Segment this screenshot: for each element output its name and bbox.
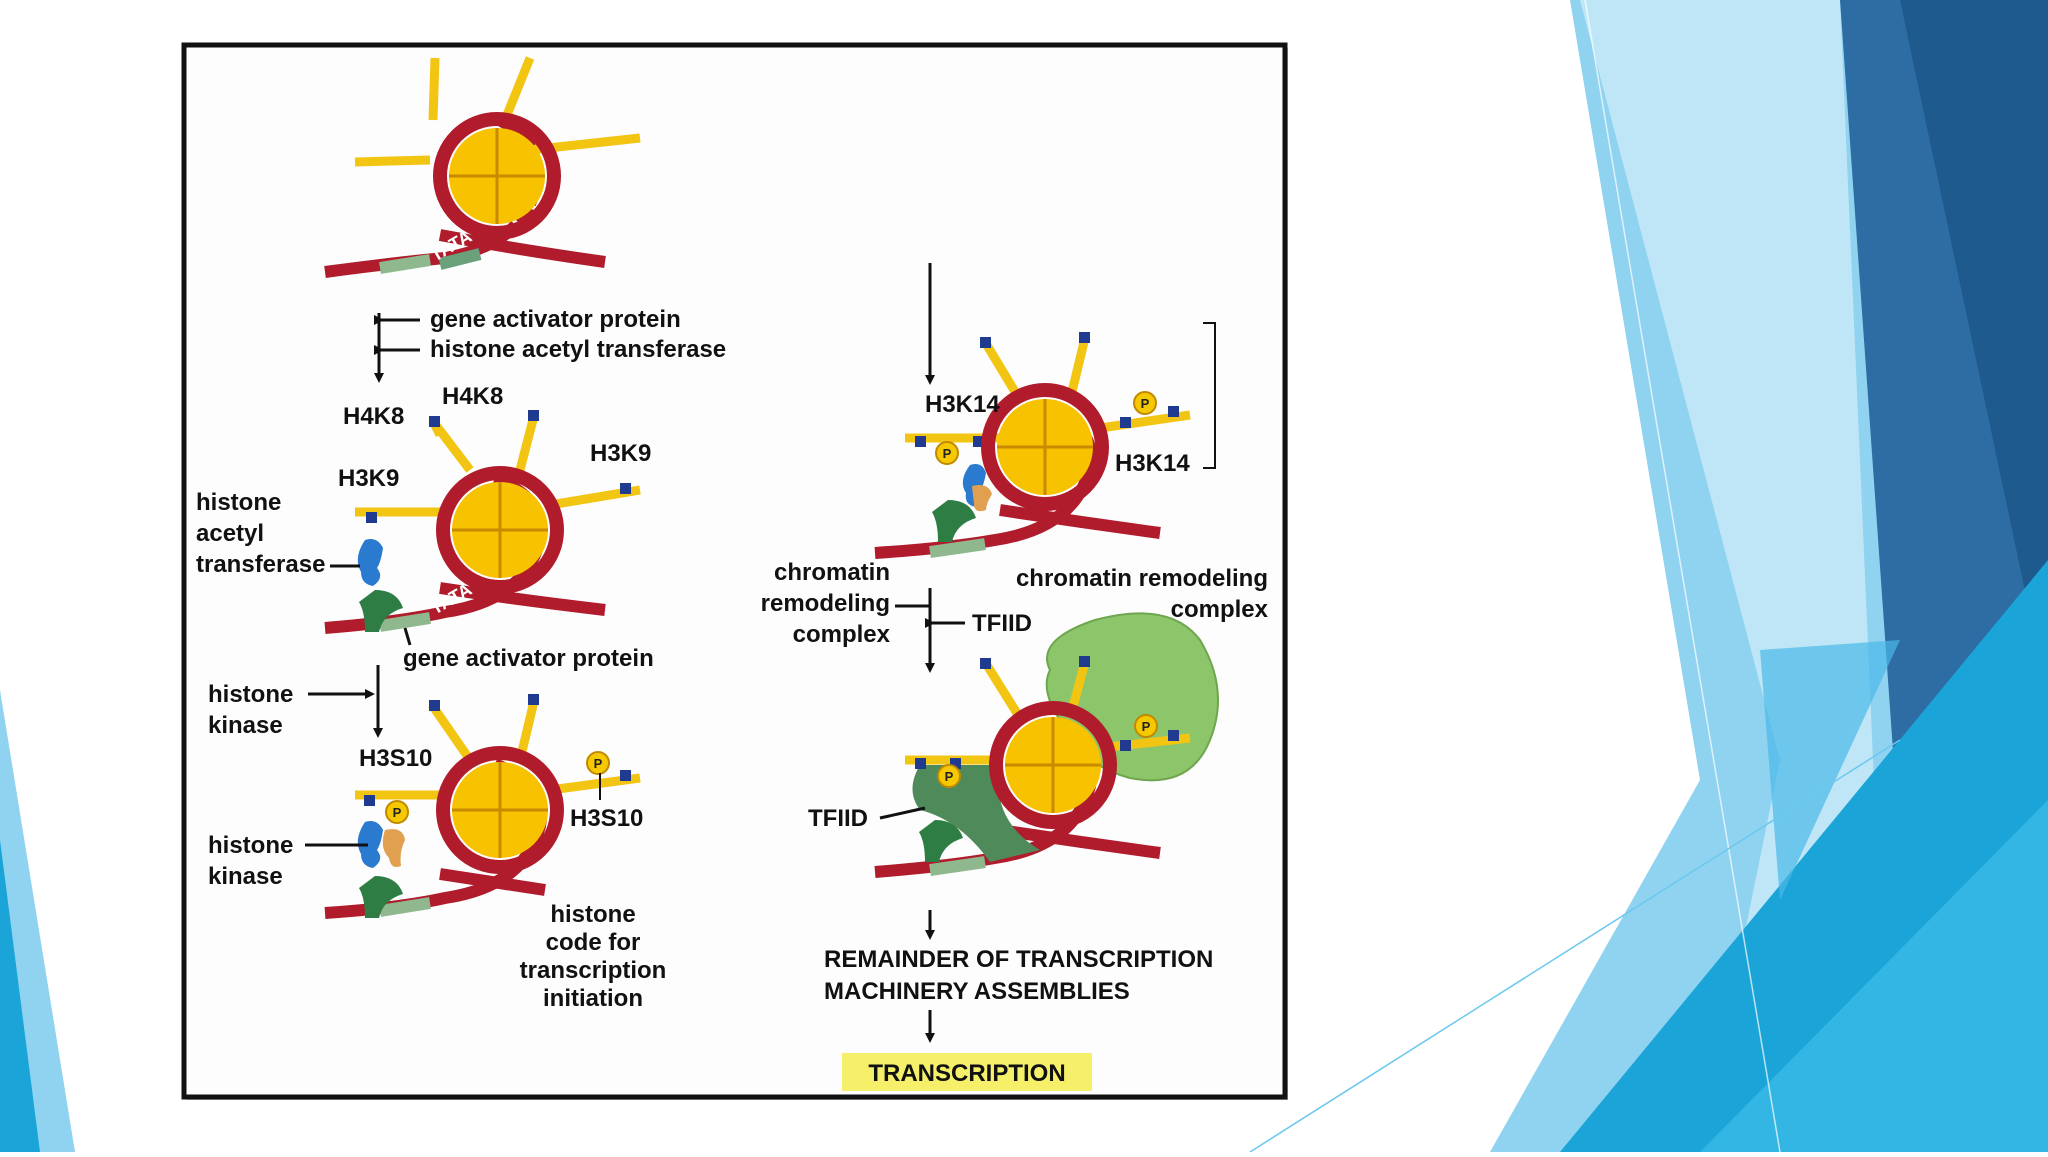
label-remodeling-complex-1: chromatin remodeling [1016,565,1268,592]
mark-label-h3k9: H3K9 [338,465,399,492]
phospho-mark [938,765,960,787]
arrow-label-gene-activator: gene activator protein [430,306,681,333]
label-histone-code-2: code for [546,929,641,956]
label-transcription: TRANSCRIPTION [868,1060,1065,1087]
acetyl-mark [366,512,377,523]
arrow-label-acetyl-transferase: histone acetyl transferase [430,336,726,363]
phospho-mark [587,752,609,774]
acetyl-mark [620,483,631,494]
phospho-mark [936,442,958,464]
arrow-label-histone: histone [208,681,293,708]
mark-label-h3s10: H3S10 [359,745,432,772]
mark-label-h3k14: H3K14 [1115,450,1190,477]
phospho-mark [386,801,408,823]
phospho-mark [1135,715,1157,737]
label-histone-code-1: histone [550,901,635,928]
histone-octamer [443,753,557,867]
mark-label-h3s10: H3S10 [570,805,643,832]
label-chromatin-remodeling-2: remodeling [761,590,890,617]
label-remainder-1: REMAINDER OF TRANSCRIPTION [824,946,1213,973]
label-gene-activator-protein: gene activator protein [403,645,654,672]
label-histone-kinase-2: kinase [208,863,283,890]
label-histone-acetyl-transferase-2: acetyl [196,520,264,547]
arrow-label-kinase: kinase [208,712,283,739]
label-histone-acetyl-transferase-3: transferase [196,551,325,578]
mark-label-h3k9: H3K9 [590,440,651,467]
label-chromatin-remodeling-3: complex [793,621,891,648]
mark-label-h3k14: H3K14 [925,391,1000,418]
label-remainder-2: MACHINERY ASSEMBLIES [824,978,1130,1005]
histone-octamer [988,390,1102,504]
mark-label-h4k8: H4K8 [343,403,404,430]
label-histone-code-4: initiation [543,985,643,1012]
label-remodeling-complex-2: complex [1171,596,1269,623]
mark-label-h4k8: H4K8 [442,383,503,410]
label-histone-kinase-1: histone [208,832,293,859]
phospho-mark [1134,392,1156,414]
label-chromatin-remodeling-1: chromatin [774,559,890,586]
histone-octamer [443,473,557,587]
acetyl-mark [429,416,440,427]
acetyl-mark [528,410,539,421]
label-histone-code-3: transcription [520,957,667,984]
histone-octamer [996,708,1110,822]
label-tfiid: TFIID [808,805,868,832]
arrow-label-tfiid: TFIID [972,610,1032,637]
label-histone-acetyl-transferase-1: histone [196,489,281,516]
histone-octamer [440,119,554,233]
